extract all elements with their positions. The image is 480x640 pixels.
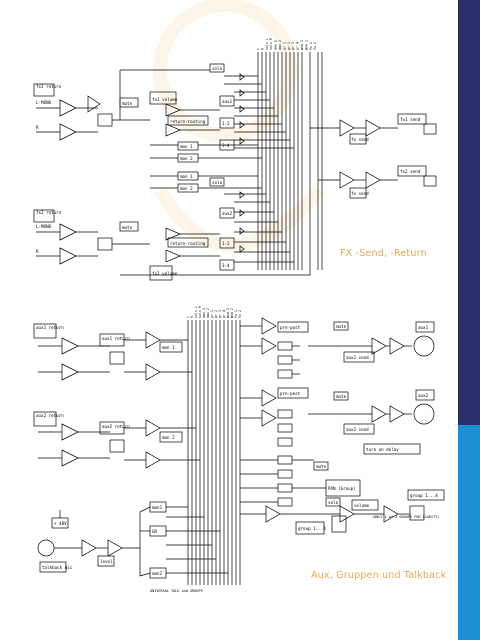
top-bus-label: mon 2 [304, 40, 308, 50]
top-bus-label: gr 3 [291, 42, 295, 50]
fx1-mon2-label: mon 2 [180, 156, 193, 161]
talk-gr-switch-label: GR [152, 529, 158, 534]
bottom-bus-lines [187, 320, 241, 585]
phantom-power-label: + 48V [54, 521, 67, 526]
bottom-bus-label: L [186, 316, 190, 318]
aux2-return-inner-label: aux2 return [102, 424, 130, 429]
bottom-bus-label: gr 4 [222, 310, 226, 318]
aux1-send-label: aux1 send [346, 355, 369, 360]
fx1-return-routing-label: return-routing [170, 119, 206, 124]
bottom-bus-label: fx 2 [238, 310, 242, 318]
bottom-bus-label: solo R [198, 306, 202, 318]
aux2-mon2-label: mon 2 [162, 435, 175, 440]
aux2-mute-label: mute [336, 394, 347, 399]
talkback-level-label: level [100, 559, 113, 564]
fx2-return-routing-label: return-routing [170, 241, 206, 246]
top-bus-label: aux 2 [278, 40, 282, 50]
group-volume-label: volume [354, 503, 370, 508]
group-solo-label: solo [328, 500, 339, 505]
top-bus-label: R [260, 48, 264, 50]
bottom-bus-label: solo L [194, 306, 198, 318]
aux1-pre-post-label: pre-post [280, 325, 301, 330]
caption-aux-groups-talkback: Aux, Gruppen und Talkback [311, 570, 447, 581]
top-bus-label: fx 2 [313, 42, 317, 50]
talk-mon2-switch-label: mon2 [152, 571, 163, 576]
fx1-mon1-label: mon 1 [180, 144, 193, 149]
bottom-bus-label: gr 3 [218, 310, 222, 318]
fx2-volume-label: fx2 volume [152, 271, 178, 276]
bottom-bus-label: mon 2 [230, 308, 234, 318]
fx1-group12-label: 1-2 [222, 121, 230, 126]
right-edge-accent [458, 425, 480, 640]
fx1-volume-label: fx1 volume [152, 97, 178, 102]
universal-note-label: UNIVERSAL TALK and GROUPS [150, 589, 203, 593]
bottom-bus-label: gr 1 [210, 310, 214, 318]
aux1-mon1-label: mon 1 [162, 345, 175, 350]
aux1-out-label: aux1 [418, 325, 429, 330]
fx1-r-label: R [36, 125, 39, 130]
fx2-mon2-label: mon 2 [180, 186, 193, 191]
fx2-return-label: fx2 return [36, 210, 62, 215]
fx2-group34-label: 3-4 [222, 263, 230, 268]
bottom-bus-label: aux 1 [202, 308, 206, 318]
fx1-mute-label: mute [122, 101, 133, 106]
fx1-group34-label: 3-4 [222, 143, 230, 148]
fx2-group12-label: 1-2 [222, 241, 230, 246]
aux2-return-label: aux2 return [36, 413, 64, 418]
fx2-send-label: fx2 send [400, 169, 421, 174]
top-bus-label: gr 2 [287, 42, 291, 50]
bottom-bus-label: R [190, 316, 194, 318]
group-mute-label: mute [316, 464, 327, 469]
top-bus-label: aux 1 [274, 40, 278, 50]
caption-fx-send-return: FX -Send, -Return [340, 248, 427, 259]
bottom-bus-label: aux 2 [206, 308, 210, 318]
fx2-solo-label: solo [212, 180, 223, 185]
top-bus-label: L [256, 48, 260, 50]
group-outs-label: group 1...4 [410, 493, 438, 498]
group-outs-lower-label: group 1...4 [298, 526, 326, 531]
fx2-mon1-label: mon 1 [180, 174, 193, 179]
aux2-out-label: aux2 [418, 393, 429, 398]
bottom-bus-label: mon 1 [226, 308, 230, 318]
bottom-bus-label: gr 2 [214, 310, 218, 318]
fx2-r-label: R [36, 249, 39, 254]
turn-on-delay-label: turn on delay [366, 447, 399, 452]
aux1-return-inner-label: aux1 return [102, 336, 130, 341]
fx1-send-level-label: fx send [351, 137, 369, 142]
aux1-return-label: aux1 return [36, 325, 64, 330]
top-bus-label: gr 4 [296, 42, 300, 50]
pan-group-label: PAN (Group) [328, 486, 356, 491]
top-bus-lines [257, 52, 323, 270]
fx2-l-mono-label: L-MONO [36, 224, 52, 229]
top-bus-label: solo L [265, 38, 269, 50]
fx1-return-label: fx1 return [36, 84, 62, 89]
bottom-bus-label: fx 1 [234, 310, 238, 318]
fx2-send-level-label: fx send [351, 191, 369, 196]
aux2-pre-post-label: pre-post [280, 391, 301, 396]
talkback-mic-label: talkback mic [42, 565, 73, 570]
talk-mon1-switch-label: mon1 [152, 505, 163, 510]
group-note-label: (ONLY 1 of 4 GROUPS FOR CLARITY) [372, 515, 439, 519]
fx1-aux1-label: aux1 [222, 99, 233, 104]
aux2-send-label: aux2 send [346, 427, 369, 432]
top-bus-label: mon 1 [300, 40, 304, 50]
fx1-l-mono-label: L-MONO [36, 100, 52, 105]
top-bus-label: solo R [269, 38, 273, 50]
fx1-send-label: fx1 send [400, 117, 421, 122]
fx2-aux2-label: aux2 [222, 211, 233, 216]
fx2-mute-label: mute [122, 225, 133, 230]
right-edge-bar [458, 0, 480, 640]
fx1-solo-label: solo [212, 66, 223, 71]
aux1-mute-label: mute [336, 324, 347, 329]
block-diagram: fx1 return L-MONO R mute fx1 volume retu… [33, 0, 445, 593]
top-bus-label: fx 1 [309, 42, 313, 50]
top-bus-label: gr 1 [282, 42, 286, 50]
